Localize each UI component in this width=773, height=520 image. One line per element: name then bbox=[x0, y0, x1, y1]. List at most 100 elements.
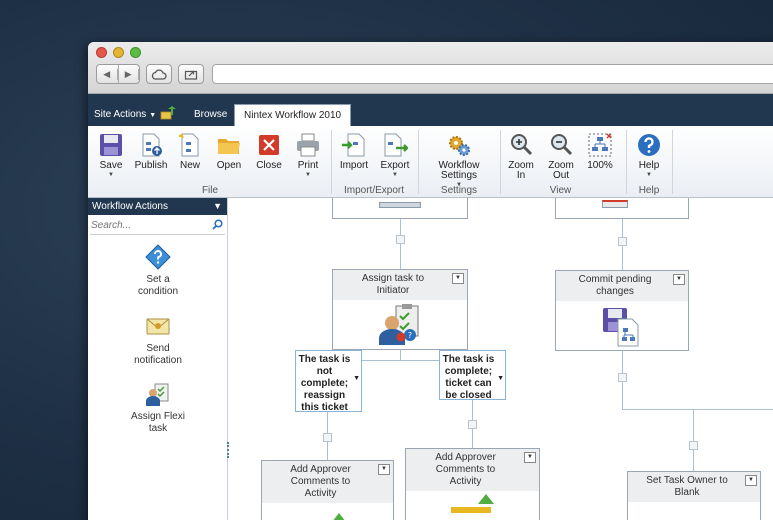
zoom-in-icon bbox=[511, 134, 533, 156]
group-separator bbox=[331, 130, 332, 194]
chevron-down-icon: ▼ bbox=[392, 172, 398, 178]
action-label: Assign Flexi bbox=[131, 411, 185, 422]
action-label: task bbox=[148, 423, 168, 434]
ribbon: Save ▼ Publish New Open Close Print ▼ Fi… bbox=[88, 126, 773, 198]
connector-line bbox=[400, 219, 401, 269]
action-icon bbox=[379, 202, 421, 208]
action-title-line: Comments to bbox=[435, 464, 496, 475]
action-commit-pending-changes[interactable]: Commit pending changes ▼ bbox=[555, 270, 689, 351]
zoom-out-label: Zoom bbox=[548, 160, 574, 171]
close-window-button[interactable] bbox=[96, 47, 107, 58]
previous-action-box[interactable] bbox=[332, 198, 468, 219]
zoom-in-button[interactable]: Zoom In bbox=[506, 132, 536, 181]
action-assign-flexi-task[interactable]: Assign Flexi task bbox=[88, 381, 228, 435]
branch-label: be closed bbox=[445, 390, 492, 401]
action-title-line: Activity bbox=[449, 476, 482, 487]
open-button[interactable]: Open bbox=[214, 132, 244, 171]
print-button[interactable]: Print ▼ bbox=[293, 132, 323, 179]
icloud-button[interactable] bbox=[146, 64, 172, 84]
action-set-task-owner[interactable]: Set Task Owner to Blank ▼ bbox=[627, 471, 761, 520]
actual-size-icon bbox=[588, 133, 612, 157]
zoom-out-button[interactable]: Zoom Out bbox=[546, 132, 576, 181]
action-body: ? bbox=[333, 300, 467, 350]
group-separator bbox=[626, 130, 627, 194]
zoom-window-button[interactable] bbox=[130, 47, 141, 58]
workflow-actions-panel: Workflow Actions ▼ Set a condition Send … bbox=[88, 198, 228, 520]
action-add-approver-comments-1[interactable]: Add Approver Comments to Activity ▼ bbox=[261, 460, 394, 520]
envelope-icon bbox=[146, 318, 170, 335]
panel-title: Workflow Actions bbox=[92, 201, 168, 212]
branch-label: complete; bbox=[300, 378, 349, 389]
new-button[interactable]: New bbox=[175, 132, 205, 171]
action-menu-button[interactable]: ▼ bbox=[378, 464, 390, 475]
activity-arrow-icon bbox=[478, 494, 494, 504]
minimize-window-button[interactable] bbox=[113, 47, 124, 58]
help-button[interactable]: Help ▼ bbox=[634, 132, 664, 179]
insert-point[interactable] bbox=[468, 420, 477, 429]
new-workflow-icon bbox=[179, 133, 199, 157]
action-title: Commit pending changes ▼ bbox=[556, 271, 688, 301]
zoom-100-button[interactable]: 100% bbox=[585, 132, 615, 171]
new-label: New bbox=[179, 160, 200, 171]
group-help-label: Help bbox=[638, 185, 660, 196]
sharepoint-header: Site Actions▼ Browse Nintex Workflow 201… bbox=[88, 94, 773, 126]
workflow-canvas: Assign task to Initiator ▼ ? bbox=[229, 198, 773, 520]
question-icon bbox=[145, 244, 171, 270]
connector-line bbox=[327, 360, 473, 361]
action-assign-task[interactable]: Assign task to Initiator ▼ ? bbox=[332, 269, 468, 350]
action-send-notification[interactable]: Send notification bbox=[88, 313, 228, 367]
workflow-settings-label: Workflow Settings bbox=[438, 160, 480, 181]
tab-nintex-workflow[interactable]: Nintex Workflow 2010 bbox=[234, 104, 352, 126]
insert-point[interactable] bbox=[618, 237, 627, 246]
search-input[interactable] bbox=[90, 217, 200, 233]
export-icon bbox=[384, 133, 408, 157]
action-title-line: Activity bbox=[304, 488, 337, 499]
address-bar[interactable] bbox=[212, 64, 773, 84]
import-label: Import bbox=[339, 160, 369, 171]
action-menu-button[interactable]: ▼ bbox=[452, 273, 464, 284]
forward-button[interactable]: ▶ bbox=[119, 65, 139, 83]
import-icon bbox=[342, 133, 365, 157]
action-menu-button[interactable]: ▼ bbox=[673, 274, 685, 285]
insert-point[interactable] bbox=[396, 235, 405, 244]
action-title-line: Commit pending bbox=[578, 274, 652, 285]
action-set-condition[interactable]: Set a condition bbox=[88, 244, 228, 298]
branch-label: ticket can bbox=[445, 378, 492, 389]
branch-not-complete[interactable]: The task is not complete; reassign this … bbox=[295, 350, 362, 413]
action-menu-button[interactable]: ▼ bbox=[524, 452, 536, 463]
previous-action-box-right[interactable] bbox=[555, 198, 689, 219]
forward-arrow-icon: ▶ bbox=[119, 68, 139, 80]
action-menu-button[interactable]: ▼ bbox=[745, 475, 757, 486]
group-import-export-label: Import/Export bbox=[343, 185, 405, 196]
pin-icon[interactable]: ▼ bbox=[213, 201, 222, 211]
save-button[interactable]: Save ▼ bbox=[96, 132, 126, 179]
chevron-down-icon[interactable]: ▼ bbox=[353, 375, 360, 382]
calendar-icon bbox=[602, 200, 628, 208]
branch-complete[interactable]: The task is complete; ticket can be clos… bbox=[439, 350, 506, 401]
action-title-line: Blank bbox=[674, 487, 700, 498]
site-actions-menu[interactable]: Site Actions▼ bbox=[94, 109, 156, 120]
chevron-down-icon[interactable]: ▼ bbox=[497, 375, 504, 382]
insert-point[interactable] bbox=[689, 441, 698, 450]
tab-browse[interactable]: Browse bbox=[194, 109, 228, 120]
chevron-down-icon: ▼ bbox=[108, 172, 114, 178]
insert-point[interactable] bbox=[323, 433, 332, 442]
search-icon[interactable] bbox=[212, 219, 223, 230]
svg-text:?: ? bbox=[408, 331, 412, 340]
share-button[interactable] bbox=[178, 64, 204, 84]
action-title-line: Assign task to bbox=[361, 273, 425, 284]
insert-point[interactable] bbox=[618, 373, 627, 382]
action-search bbox=[90, 217, 225, 235]
workflow-settings-button[interactable]: Workflow Settings ▼ bbox=[422, 132, 496, 189]
action-add-approver-comments-2[interactable]: Add Approver Comments to Activity ▼ bbox=[405, 448, 540, 520]
commit-changes-icon bbox=[603, 308, 639, 347]
close-button[interactable]: Close bbox=[254, 132, 284, 171]
export-button[interactable]: Export ▼ bbox=[378, 132, 412, 179]
group-separator bbox=[418, 130, 419, 194]
import-button[interactable]: Import bbox=[336, 132, 372, 171]
publish-button[interactable]: Publish bbox=[134, 132, 168, 171]
connector-line bbox=[400, 350, 401, 360]
navigate-up-icon[interactable] bbox=[160, 106, 176, 120]
back-button[interactable]: ◀ bbox=[97, 65, 119, 83]
panel-resize-handle[interactable] bbox=[227, 442, 229, 458]
